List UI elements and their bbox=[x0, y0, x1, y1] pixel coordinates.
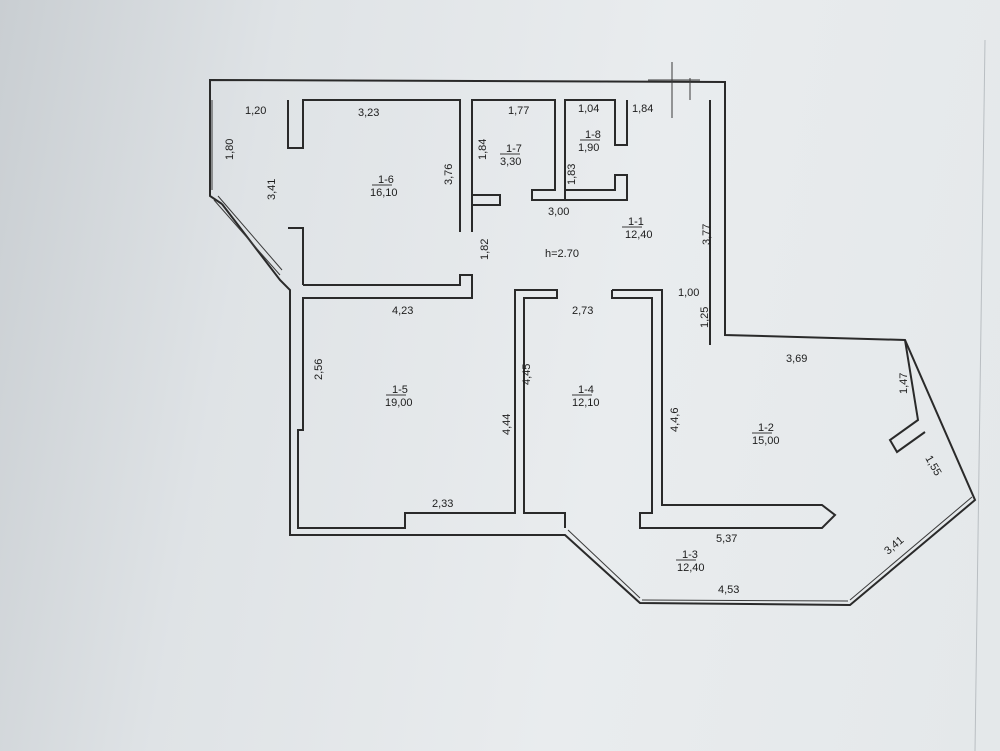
room-id-1-3: 1-3 bbox=[682, 549, 698, 561]
ceiling-height: h=2.70 bbox=[545, 248, 579, 260]
outer-wall bbox=[209, 78, 977, 607]
dim-label: 1,04 bbox=[578, 103, 599, 115]
dimension-labels: 1,20 3,23 1,77 1,04 1,84 3,00 1,00 4,23 … bbox=[224, 103, 944, 596]
dim-label: 3,77 bbox=[701, 224, 713, 245]
dim-label: 5,37 bbox=[716, 533, 737, 545]
dim-label: 4,53 bbox=[718, 584, 739, 596]
dim-label: 1,00 bbox=[678, 287, 699, 299]
room-area-1-6: 16,10 bbox=[370, 187, 398, 199]
room-labels: 1-6 16,10 1-7 3,30 1-8 1,90 1-1 12,40 h=… bbox=[370, 129, 780, 574]
room-area-1-2: 15,00 bbox=[752, 435, 780, 447]
window-left bbox=[217, 195, 283, 271]
room-1-5-top-wall bbox=[297, 274, 566, 529]
room-id-1-4: 1-4 bbox=[578, 384, 594, 396]
room-1-6-lower-wall bbox=[288, 227, 304, 285]
window-bottom-right bbox=[849, 496, 973, 601]
dim-label: 1,25 bbox=[699, 307, 711, 328]
dim-label: 2,56 bbox=[313, 359, 325, 380]
dim-label: 3,41 bbox=[266, 179, 278, 200]
room-area-1-4: 12,10 bbox=[572, 397, 600, 409]
dim-label: 2,73 bbox=[572, 305, 593, 317]
dim-label: 3,76 bbox=[443, 164, 455, 185]
dim-label: 1,77 bbox=[508, 105, 529, 117]
dim-label: 3,00 bbox=[548, 206, 569, 218]
room-1-2-bay bbox=[888, 339, 926, 454]
dim-label: 1,47 bbox=[898, 373, 910, 394]
dim-label: 3,69 bbox=[786, 353, 807, 365]
room-area-1-8: 1,90 bbox=[578, 142, 599, 154]
room-1-6-wall bbox=[287, 99, 461, 232]
room-id-1-1: 1-1 bbox=[628, 216, 644, 228]
room-area-1-3: 12,40 bbox=[677, 562, 705, 574]
room-area-1-7: 3,30 bbox=[500, 156, 521, 168]
room-id-1-2: 1-2 bbox=[758, 422, 774, 434]
window-left-inner bbox=[213, 199, 281, 276]
dim-label: 3,23 bbox=[358, 107, 379, 119]
dim-label: 1,80 bbox=[224, 139, 236, 160]
room-1-8-wall bbox=[565, 174, 628, 201]
room-id-1-8: 1-8 bbox=[585, 129, 601, 141]
dim-label: 1,82 bbox=[479, 239, 491, 260]
room-id-1-6: 1-6 bbox=[378, 174, 394, 186]
dim-label: 4,44 bbox=[501, 414, 513, 435]
room-area-1-1: 12,40 bbox=[625, 229, 653, 241]
window-bottom bbox=[641, 599, 849, 602]
dim-label: 2,33 bbox=[432, 498, 453, 510]
dim-label: 4,4,6 bbox=[669, 408, 681, 432]
dim-label: 4,23 bbox=[392, 305, 413, 317]
room-1-7-wall bbox=[471, 99, 628, 232]
dim-label: 4,45 bbox=[521, 364, 533, 385]
dim-label: 1,84 bbox=[477, 139, 489, 160]
dim-label: 1,84 bbox=[632, 103, 653, 115]
room-id-1-7: 1-7 bbox=[506, 143, 522, 155]
walls bbox=[209, 62, 977, 607]
dim-label: 1,83 bbox=[566, 164, 578, 185]
room-area-1-5: 19,00 bbox=[385, 397, 413, 409]
room-1-4-right-wall bbox=[611, 289, 837, 529]
window-bottom-left bbox=[567, 529, 641, 599]
paper-edge bbox=[974, 39, 986, 751]
dim-label: 3,41 bbox=[882, 534, 906, 557]
room-id-1-5: 1-5 bbox=[392, 384, 408, 396]
dim-label: 1,20 bbox=[245, 105, 266, 117]
dim-label: 1,55 bbox=[922, 454, 943, 479]
room-1-7-door bbox=[472, 194, 501, 206]
